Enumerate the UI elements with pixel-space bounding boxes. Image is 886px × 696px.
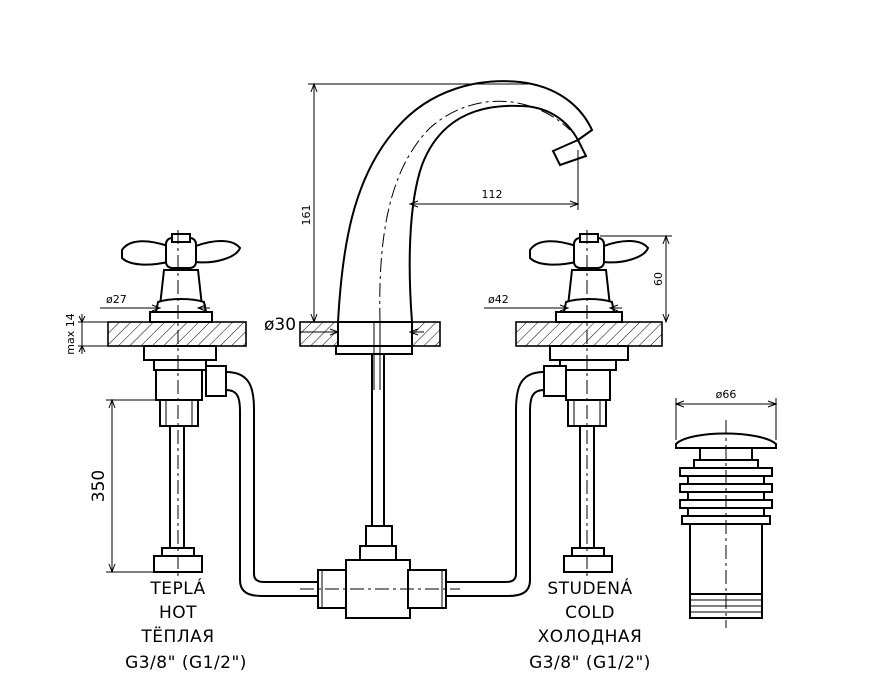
hot-label-line: HOT — [159, 603, 197, 623]
cold-label: STUDENÁ COLD ХОЛОДНАЯ G3/8" (G1/2") — [529, 577, 651, 673]
dim-spout-base-dia: ø30 — [264, 315, 296, 335]
spout — [335, 80, 594, 390]
dim-spout-reach: 112 — [482, 188, 503, 201]
cold-label-line: COLD — [565, 603, 615, 623]
dimension-lines — [78, 82, 778, 574]
hot-label: TEPLÁ HOT ТЁПЛАЯ G3/8" (G1/2") — [125, 577, 247, 673]
dim-hose-length: 350 — [89, 470, 109, 502]
cold-valve — [529, 230, 650, 580]
cold-label-line: G3/8" (G1/2") — [529, 653, 651, 673]
dim-waste-dia: ø66 — [716, 388, 737, 401]
hot-label-line: TEPLÁ — [149, 577, 205, 599]
tee-fitting — [300, 525, 460, 619]
popup-waste — [675, 420, 777, 628]
dim-right-base-dia: ø42 — [488, 293, 509, 306]
dim-deck-thickness: max 14 — [64, 313, 77, 354]
cold-label-line: ХОЛОДНАЯ — [538, 627, 643, 647]
dim-left-base-dia: ø27 — [106, 293, 127, 306]
connecting-hoses — [225, 354, 545, 597]
hot-label-line: ТЁПЛАЯ — [140, 626, 214, 647]
cold-label-line: STUDENÁ — [547, 577, 632, 599]
dim-spout-height: 161 — [300, 205, 313, 226]
hot-valve — [121, 230, 242, 580]
dim-handle-height: 60 — [652, 272, 665, 286]
hot-label-line: G3/8" (G1/2") — [125, 653, 247, 673]
